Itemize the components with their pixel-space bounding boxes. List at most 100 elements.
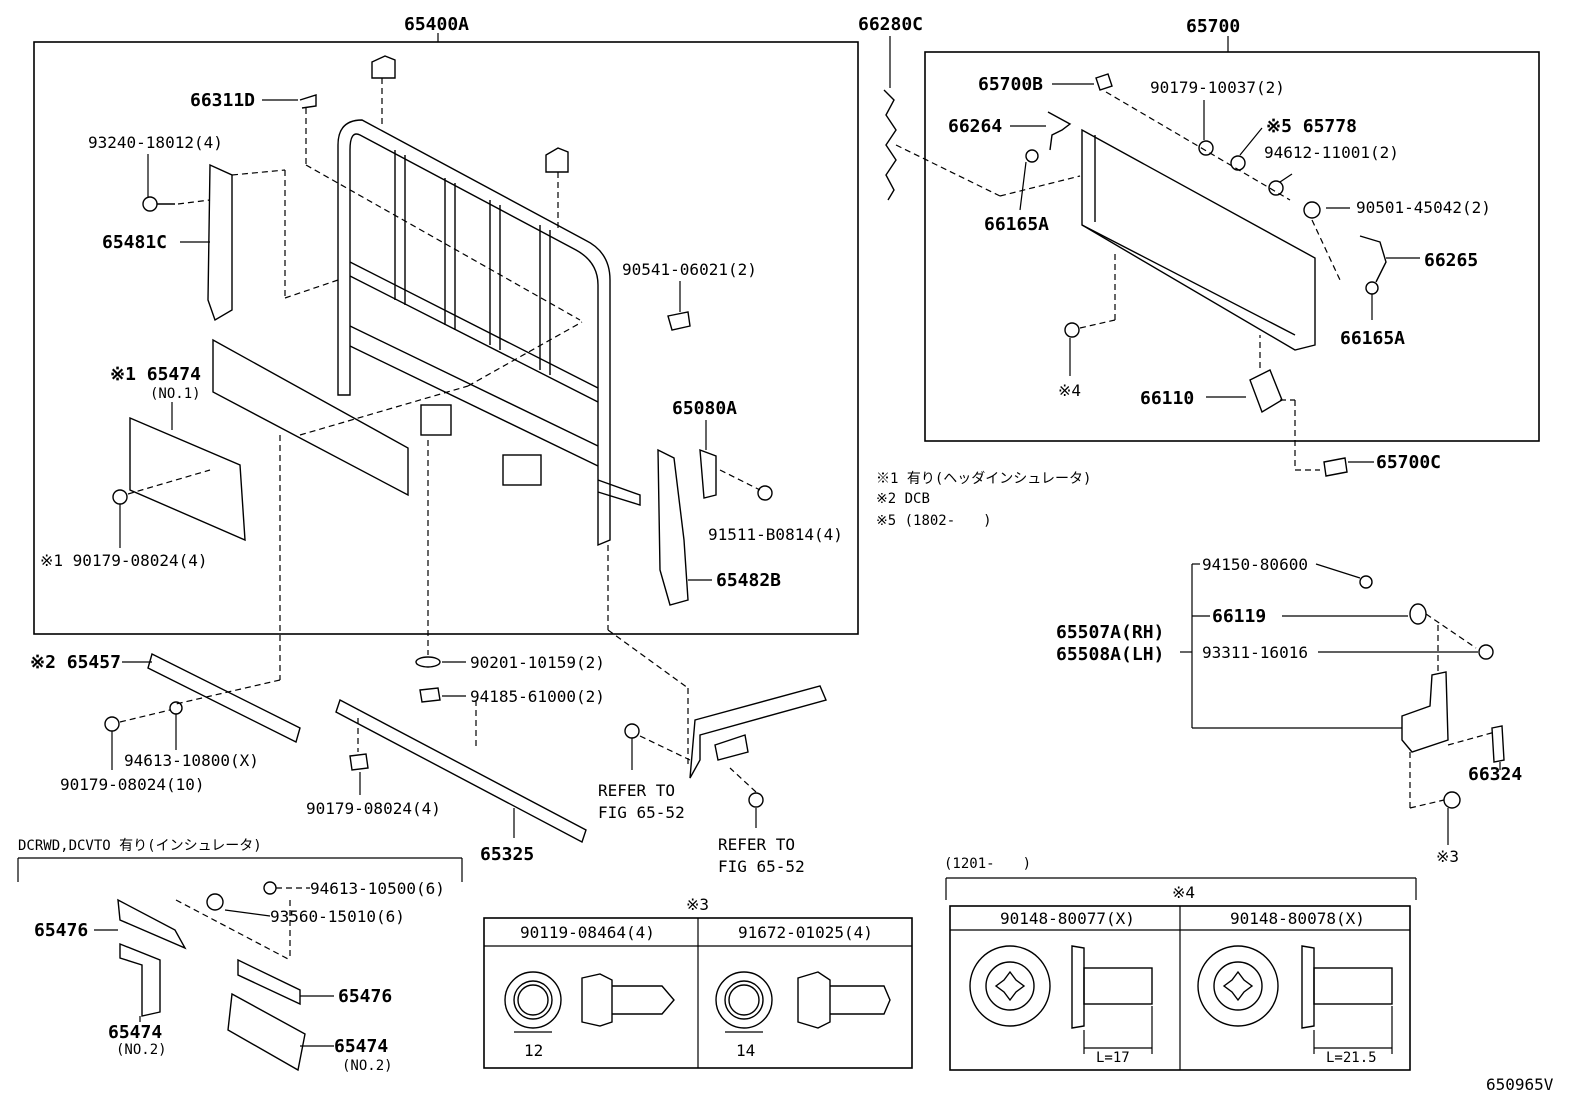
- label-66119[interactable]: 66119: [1212, 606, 1266, 627]
- label-94150[interactable]: 94150-80600: [1202, 555, 1308, 574]
- label-94613-108[interactable]: 94613-10800(X): [124, 751, 259, 770]
- label-90501[interactable]: 90501-45042(2): [1356, 198, 1491, 217]
- label-65325[interactable]: 65325: [480, 844, 534, 865]
- label-90179-4b[interactable]: 90179-08024(4): [306, 799, 441, 818]
- label-90179-10037[interactable]: 90179-10037(2): [1150, 78, 1285, 97]
- table-x4-range[interactable]: (1201- ): [944, 856, 1031, 872]
- label-65474-a-sub[interactable]: (NO.2): [116, 1042, 167, 1058]
- label-94613-105[interactable]: 94613-10500(6): [310, 879, 445, 898]
- label-65507a[interactable]: 65507A(RH): [1056, 622, 1164, 643]
- label-91511[interactable]: 91511-B0814(4): [708, 525, 843, 544]
- label-66165a-b[interactable]: 66165A: [1340, 328, 1405, 349]
- label-65457[interactable]: ※2 65457: [30, 652, 121, 673]
- label-65700c[interactable]: 65700C: [1376, 452, 1441, 473]
- spring-66119: [1409, 603, 1427, 625]
- label-94185[interactable]: 94185-61000(2): [470, 687, 605, 706]
- label-65474-no1-sub[interactable]: (NO.1): [150, 386, 201, 402]
- label-90179-10[interactable]: 90179-08024(10): [60, 775, 205, 794]
- table-x4-col1[interactable]: 90148-80077(X): [1000, 909, 1135, 928]
- bolt-90148-80077-drawing: [969, 945, 1153, 1054]
- label-note-x3-bolt[interactable]: ※3: [1436, 847, 1459, 866]
- insulator-box-title[interactable]: DCRWD,DCVTO 有り(インシュレータ): [18, 838, 262, 854]
- label-65481c[interactable]: 65481C: [102, 232, 167, 253]
- label-refer-2[interactable]: REFER TO: [718, 835, 795, 854]
- table-x3-title[interactable]: ※3: [686, 895, 709, 914]
- notes: ※1 有り(ヘッダインシュレータ) ※2 DCB ※5 (1802- ): [876, 471, 1091, 529]
- label-93560[interactable]: 93560-15010(6): [270, 907, 405, 926]
- nut-94185: [419, 687, 441, 703]
- label-90541[interactable]: 90541-06021(2): [622, 260, 757, 279]
- table-x3-dim2[interactable]: 14: [736, 1041, 755, 1060]
- nut-90179-a: [112, 489, 128, 505]
- bolt-x4: [1064, 322, 1080, 338]
- group-65400a: 65400A 66311D: [33, 14, 859, 635]
- table-x4-title[interactable]: ※4: [1172, 883, 1195, 902]
- insulator-65474-no1: [129, 416, 246, 542]
- truck-bed-bracket: [714, 734, 749, 761]
- figure-code[interactable]: 650965V: [1486, 1075, 1554, 1094]
- label-refer-2b[interactable]: FIG 65-52: [718, 857, 805, 876]
- bracket-65507a: [1401, 671, 1449, 753]
- label-66265[interactable]: 66265: [1424, 250, 1478, 271]
- bolt-90119-drawing: [504, 971, 675, 1033]
- cushion-90501: [1303, 201, 1321, 219]
- label-65474-b[interactable]: 65474: [334, 1036, 388, 1057]
- group-65507a: 94150-80600 66119 65507A(RH) 65508A(LH) …: [1056, 555, 1522, 866]
- washer-94613-108: [169, 701, 183, 715]
- bolt-91511: [757, 485, 773, 501]
- lower-parts: ※2 65457 94613-10800(X) 90179-08024(10) …: [30, 435, 827, 876]
- label-90201[interactable]: 90201-10159(2): [470, 653, 605, 672]
- note-1[interactable]: ※1 有り(ヘッダインシュレータ): [876, 471, 1091, 487]
- table-x3-col2[interactable]: 91672-01025(4): [738, 923, 873, 942]
- label-65778[interactable]: ※5 65778: [1266, 116, 1357, 137]
- bracket-65481c: [207, 163, 233, 322]
- label-93311[interactable]: 93311-16016: [1202, 643, 1308, 662]
- washer-90201: [415, 656, 441, 668]
- label-90179-4a[interactable]: ※1 90179-08024(4): [40, 551, 208, 570]
- label-65700b[interactable]: 65700B: [978, 74, 1043, 95]
- bolt-90148-80078-drawing: [1197, 945, 1393, 1054]
- label-66324[interactable]: 66324: [1468, 764, 1522, 785]
- bolt-90541: [667, 311, 691, 331]
- label-66110[interactable]: 66110: [1140, 388, 1194, 409]
- label-65474-no1[interactable]: ※1 65474: [110, 364, 201, 385]
- bolt-refer-1: [624, 723, 640, 739]
- table-x4-len1[interactable]: L=17: [1096, 1050, 1130, 1066]
- pad-65476-a: [117, 898, 187, 950]
- label-refer-1[interactable]: REFER TO: [598, 781, 675, 800]
- table-x4-col2[interactable]: 90148-80078(X): [1230, 909, 1365, 928]
- label-65474-b-sub[interactable]: (NO.2): [342, 1058, 393, 1074]
- label-refer-1b[interactable]: FIG 65-52: [598, 803, 685, 822]
- note-5[interactable]: ※5 (1802- ): [876, 513, 992, 529]
- label-65080a[interactable]: 65080A: [672, 398, 737, 419]
- label-93240[interactable]: 93240-18012(4): [88, 133, 223, 152]
- label-note-x4-bolt[interactable]: ※4: [1058, 381, 1081, 400]
- label-65700[interactable]: 65700: [1186, 16, 1240, 37]
- bolt-66324: [1491, 725, 1505, 763]
- note-2[interactable]: ※2 DCB: [876, 491, 930, 507]
- label-66264[interactable]: 66264: [948, 116, 1002, 137]
- table-x3-dim1[interactable]: 12: [524, 1041, 543, 1060]
- group-65400a-frame: [33, 41, 859, 635]
- pad-65474-b: [227, 992, 306, 1072]
- nut-90179-b: [349, 753, 369, 771]
- label-65482b[interactable]: 65482B: [716, 570, 781, 591]
- label-65508a[interactable]: 65508A(LH): [1056, 644, 1164, 665]
- panel-front: [212, 338, 409, 497]
- pad-65474-a: [119, 942, 161, 1017]
- bolt-65700c: [1323, 457, 1348, 477]
- label-94612[interactable]: 94612-11001(2): [1264, 143, 1399, 162]
- label-65474-a[interactable]: 65474: [108, 1022, 162, 1043]
- label-65476-b[interactable]: 65476: [338, 986, 392, 1007]
- group-65700: 65700 65700B 66264 66165A 90179-10037(2)…: [924, 16, 1540, 477]
- label-66165a-a[interactable]: 66165A: [984, 214, 1049, 235]
- bolt-93311: [1478, 644, 1494, 660]
- label-66280c[interactable]: 66280C: [858, 14, 923, 35]
- insulator-box: DCRWD,DCVTO 有り(インシュレータ) 65476 65474 (NO.…: [17, 838, 463, 1074]
- rod-66264: [1047, 111, 1072, 151]
- table-x3-col1[interactable]: 90119-08464(4): [520, 923, 655, 942]
- table-x4-len2[interactable]: L=21.5: [1326, 1050, 1377, 1066]
- label-65400a[interactable]: 65400A: [404, 14, 469, 35]
- label-66311d[interactable]: 66311D: [190, 90, 255, 111]
- label-65476-a[interactable]: 65476: [34, 920, 88, 941]
